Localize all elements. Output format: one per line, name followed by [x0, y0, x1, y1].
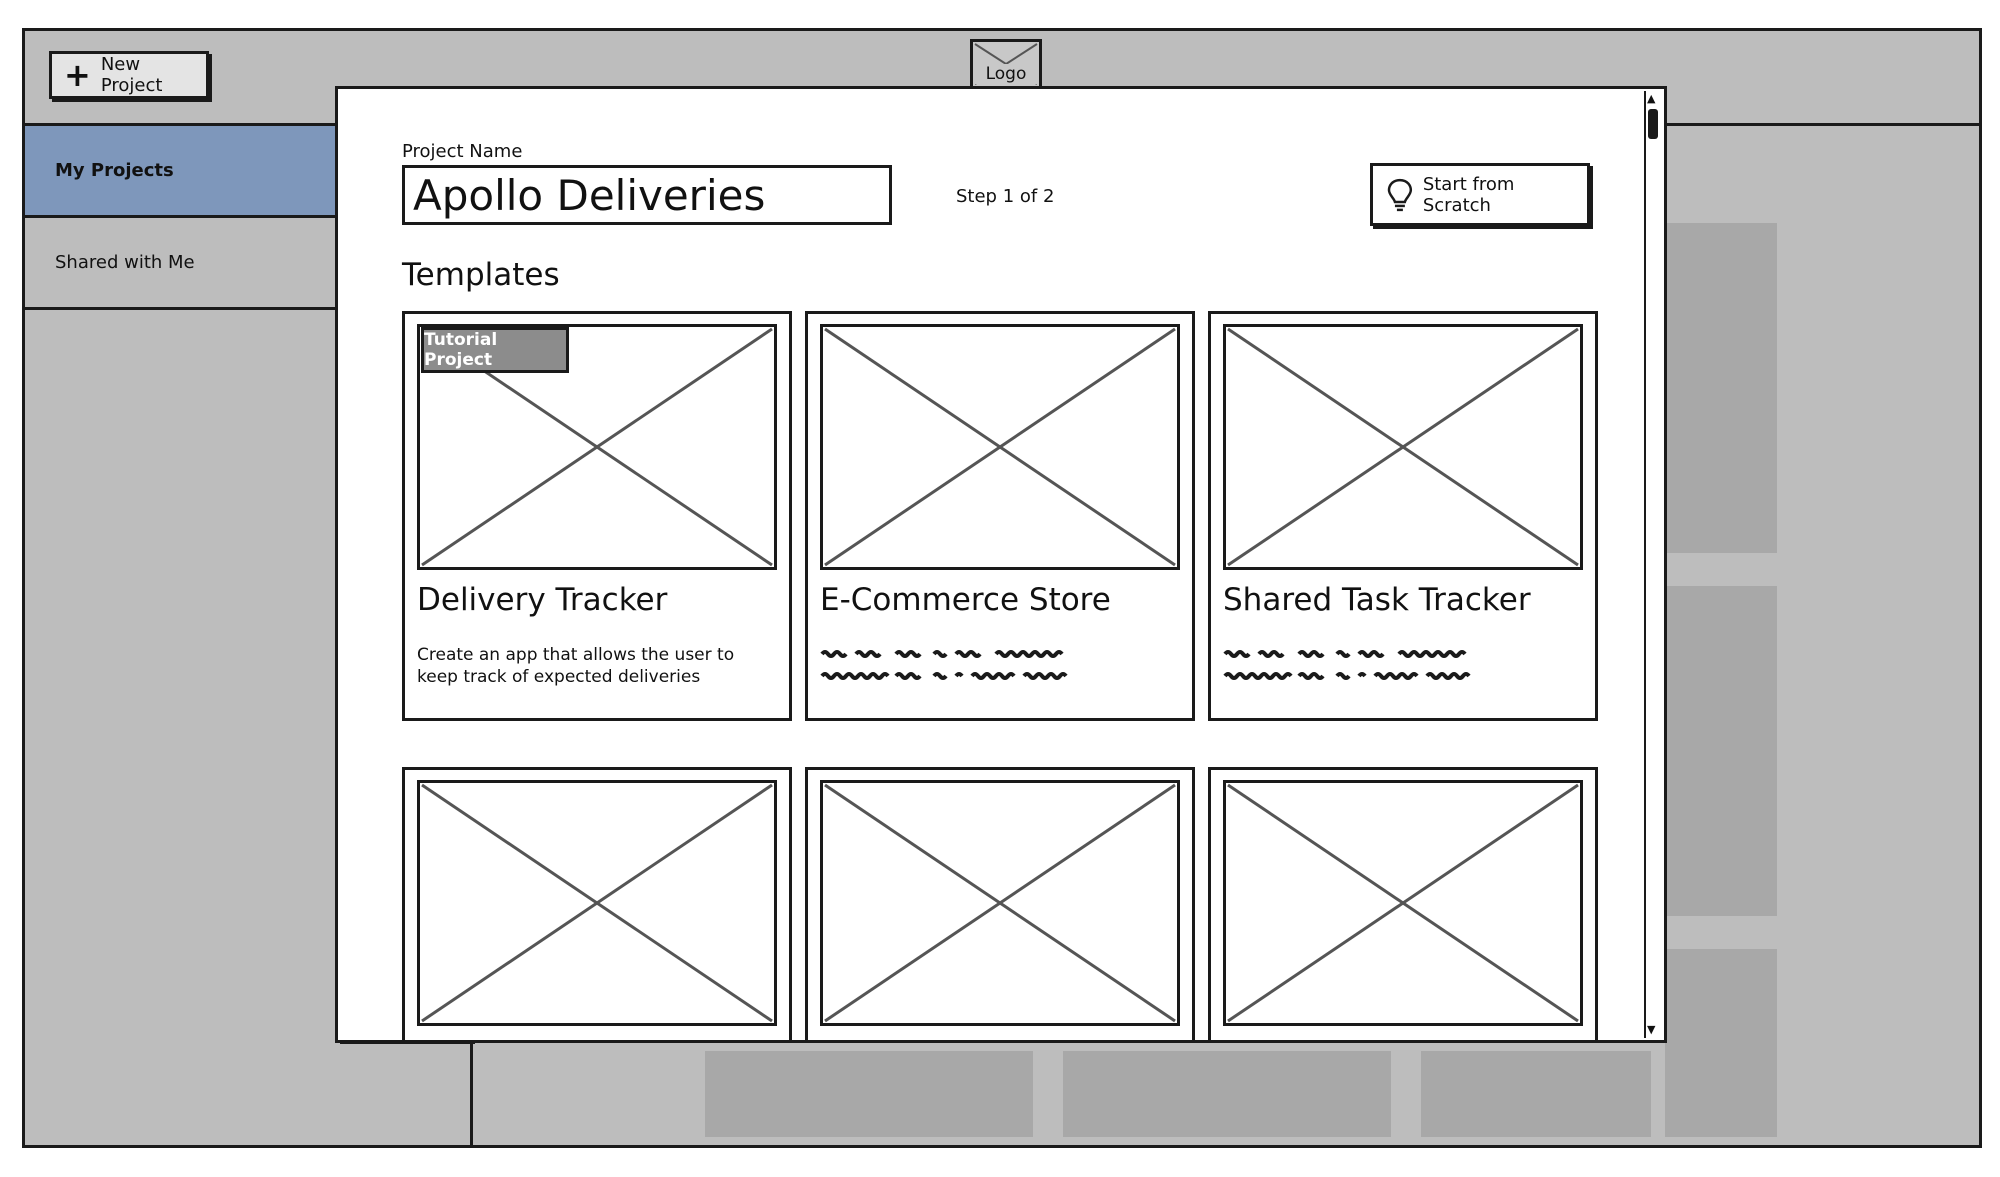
- image-placeholder-icon: [421, 783, 773, 1023]
- placeholder-text-squiggle: [820, 650, 1068, 680]
- template-title: Delivery Tracker: [417, 582, 668, 618]
- background-card: [1063, 1051, 1391, 1137]
- image-placeholder: [417, 780, 777, 1026]
- sidebar: My Projects Shared with Me: [25, 126, 340, 310]
- image-placeholder: [1223, 324, 1583, 570]
- sidebar-item-label: Shared with Me: [55, 252, 195, 273]
- background-card: [705, 1051, 1033, 1137]
- sidebar-item-label: My Projects: [55, 160, 174, 181]
- background-card: [1665, 949, 1777, 1137]
- placeholder-text-squiggle: [1223, 650, 1471, 680]
- sidebar-item-shared-with-me[interactable]: Shared with Me: [25, 218, 340, 310]
- image-placeholder-icon: [824, 327, 1176, 567]
- template-title: Shared Task Tracker: [1223, 582, 1531, 618]
- project-name-input[interactable]: [402, 165, 892, 225]
- template-card-delivery-tracker[interactable]: Tutorial Project Delivery Tracker Create…: [402, 311, 792, 721]
- image-placeholder: [820, 780, 1180, 1026]
- template-card[interactable]: [402, 767, 792, 1040]
- lightbulb-icon: [1387, 178, 1413, 211]
- step-indicator: Step 1 of 2: [956, 186, 1055, 207]
- background-card: [1665, 586, 1777, 916]
- image-placeholder-icon: [1227, 783, 1579, 1023]
- image-placeholder: [820, 324, 1180, 570]
- scrollbar[interactable]: ▲ ▼: [1644, 91, 1660, 1038]
- new-project-dialog: ▲ ▼ Project Name Step 1 of 2 Start from …: [335, 86, 1667, 1043]
- project-name-label: Project Name: [402, 141, 523, 162]
- template-card[interactable]: [1208, 767, 1598, 1040]
- sidebar-item-my-projects[interactable]: My Projects: [25, 126, 340, 218]
- image-placeholder-icon: [1227, 327, 1579, 567]
- logo: Logo: [970, 39, 1042, 89]
- panel-divider: [470, 1041, 473, 1148]
- image-placeholder-icon: [824, 783, 1176, 1023]
- template-card[interactable]: [805, 767, 1195, 1040]
- new-project-button[interactable]: + New Project: [49, 51, 209, 99]
- background-card: [1421, 1051, 1651, 1137]
- logo-label: Logo: [973, 64, 1039, 84]
- start-from-scratch-button[interactable]: Start from Scratch: [1370, 163, 1590, 226]
- scroll-down-arrow-icon[interactable]: ▼: [1647, 1023, 1656, 1036]
- image-placeholder: [1223, 780, 1583, 1026]
- scroll-up-arrow-icon[interactable]: ▲: [1647, 92, 1656, 105]
- start-from-scratch-label: Start from Scratch: [1422, 173, 1515, 216]
- template-card-shared-task-tracker[interactable]: Shared Task Tracker: [1208, 311, 1598, 721]
- scroll-thumb[interactable]: [1648, 109, 1658, 139]
- template-description: Create an app that allows the user to ke…: [417, 645, 735, 687]
- plus-icon: +: [64, 56, 91, 94]
- background-card: [1665, 223, 1777, 553]
- new-project-label: New Project: [100, 54, 163, 96]
- template-title: E-Commerce Store: [820, 582, 1111, 618]
- template-card-e-commerce-store[interactable]: E-Commerce Store: [805, 311, 1195, 721]
- tutorial-project-badge: Tutorial Project: [421, 327, 569, 373]
- templates-heading: Templates: [402, 257, 560, 293]
